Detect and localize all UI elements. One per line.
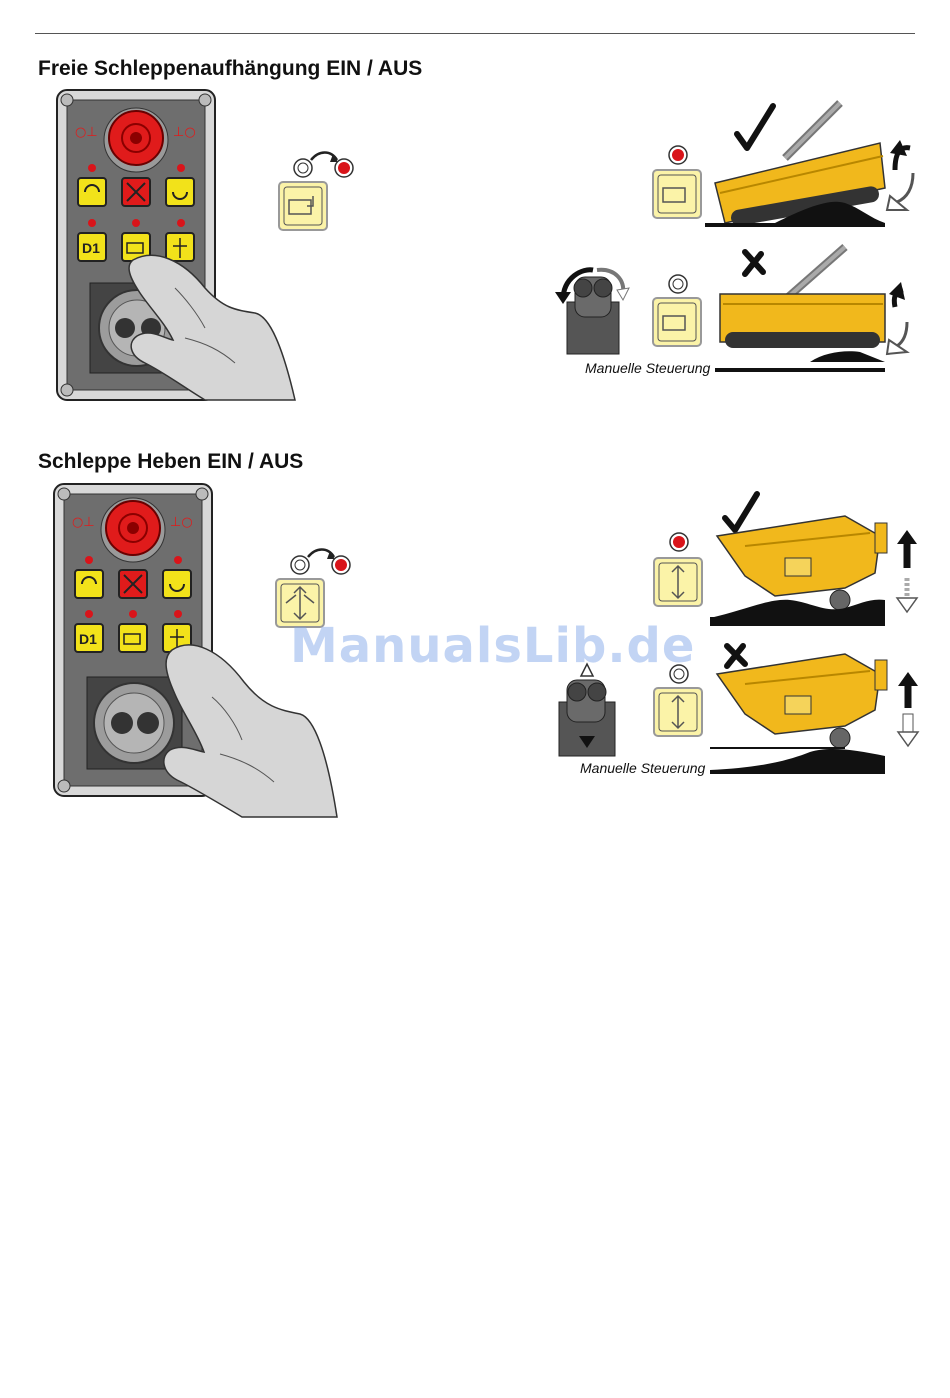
d1-button-label-1: D1	[82, 240, 100, 256]
control-panel-illustration-1: ○⊥ ⊥○ D1	[55, 88, 305, 408]
svg-text:⊥○: ⊥○	[170, 515, 193, 530]
free-suspension-incorrect-illustration: Manuelle Steuerung	[555, 242, 925, 382]
manual-control-caption-1: Manuelle Steuerung	[585, 360, 711, 376]
watermark: ManualsLib.de	[290, 618, 695, 674]
free-suspension-correct-illustration	[645, 98, 925, 233]
svg-text:○⊥: ○⊥	[72, 515, 95, 530]
svg-text:○⊥: ○⊥	[75, 125, 98, 140]
lift-correct-illustration	[645, 488, 930, 633]
toggle-off-to-on-icon-1	[275, 148, 365, 238]
top-rule	[35, 33, 915, 34]
section-2-title: Schleppe Heben EIN / AUS	[38, 450, 303, 474]
d1-button-label-2: D1	[79, 631, 97, 647]
section-1-title: Freie Schleppenaufhängung EIN / AUS	[38, 57, 422, 81]
svg-text:⊥○: ⊥○	[173, 125, 196, 140]
manual-control-caption-2: Manuelle Steuerung	[580, 760, 706, 776]
